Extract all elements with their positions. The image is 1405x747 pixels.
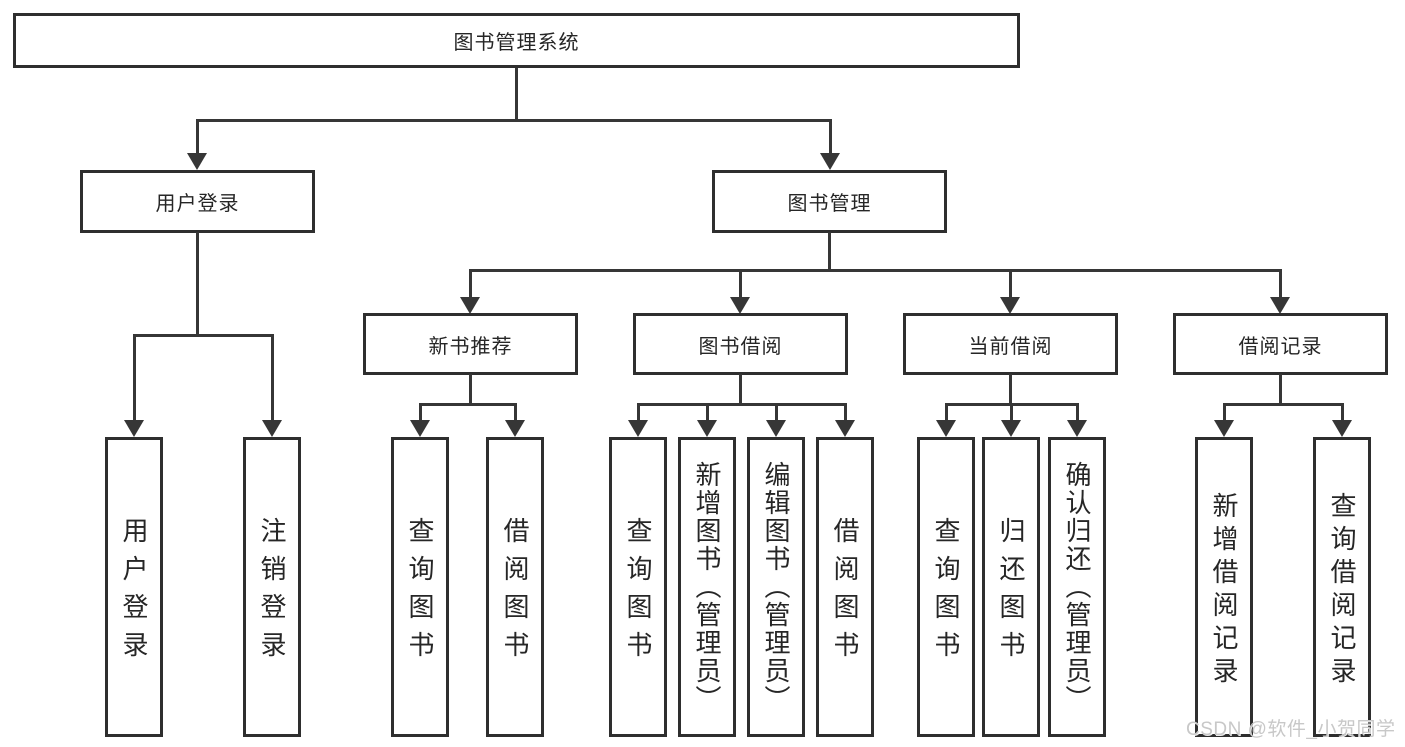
leaf-records-add: 新增借阅记录 [1195, 437, 1253, 737]
leaf-label: 新增借阅记录 [1209, 491, 1239, 690]
node-label: 借阅记录 [1238, 335, 1323, 358]
leaf-borrow-add-books-admin: 新增图书（管理员） [678, 437, 736, 737]
connector-records-bus [1223, 403, 1344, 406]
connector-login-bus [133, 334, 274, 337]
leaf-label: 查询图书 [405, 517, 435, 669]
leaf-label: 注销登录 [257, 517, 287, 669]
leaf-label: 确认归还（管理员） [1062, 461, 1092, 713]
leaf-current-return-books: 归还图书 [982, 437, 1040, 737]
leaf-recommend-borrow-books: 借阅图书 [486, 437, 544, 737]
leaf-user-login: 用户登录 [105, 437, 163, 737]
leaf-label: 借阅图书 [830, 517, 860, 669]
leaf-logout: 注销登录 [243, 437, 301, 737]
leaf-label: 查询图书 [931, 517, 961, 669]
connector-current-drop [1009, 374, 1012, 406]
connector-borrow-bus [637, 403, 847, 406]
connector-management-drop [828, 232, 831, 272]
node-label: 图书管理系统 [453, 32, 580, 54]
node-label: 用户登录 [155, 193, 240, 215]
leaf-label: 用户登录 [119, 517, 149, 669]
connector-login-drop [196, 232, 199, 337]
leaf-recommend-query-books: 查询图书 [391, 437, 449, 737]
leaf-label: 借阅图书 [500, 517, 530, 669]
leaf-borrow-query-books: 查询图书 [609, 437, 667, 737]
node-label: 图书管理 [787, 193, 872, 215]
node-user-login: 用户登录 [80, 170, 315, 233]
connector-level3-bus [469, 269, 1282, 272]
leaf-label: 归还图书 [996, 517, 1026, 669]
connector-records-drop [1279, 374, 1282, 406]
leaf-current-query-books: 查询图书 [917, 437, 975, 737]
node-book-management: 图书管理 [712, 170, 947, 233]
node-library-system: 图书管理系统 [13, 13, 1020, 68]
leaf-label: 新增图书（管理员） [692, 461, 722, 713]
connector-borrow-drop [739, 374, 742, 406]
node-label: 新书推荐 [428, 335, 513, 358]
node-book-borrow: 图书借阅 [633, 313, 848, 375]
leaf-label: 查询图书 [623, 517, 653, 669]
leaf-label: 编辑图书（管理员） [761, 461, 791, 713]
node-new-book-recommend: 新书推荐 [363, 313, 578, 375]
node-borrow-records: 借阅记录 [1173, 313, 1388, 375]
csdn-watermark: CSDN @软件_小贺同学 [1186, 719, 1396, 740]
leaf-borrow-borrow-books: 借阅图书 [816, 437, 874, 737]
connector-recommend-bus [419, 403, 517, 406]
connector-root-drop [515, 68, 518, 122]
leaf-borrow-edit-books-admin: 编辑图书（管理员） [747, 437, 805, 737]
node-current-borrow: 当前借阅 [903, 313, 1118, 375]
connector-level2-bus [196, 119, 832, 122]
connector-recommend-drop [469, 374, 472, 406]
leaf-current-confirm-return-admin: 确认归还（管理员） [1048, 437, 1106, 737]
node-label: 图书借阅 [698, 335, 783, 358]
leaf-label: 查询借阅记录 [1327, 491, 1357, 690]
node-label: 当前借阅 [968, 335, 1053, 358]
leaf-records-query: 查询借阅记录 [1313, 437, 1371, 737]
